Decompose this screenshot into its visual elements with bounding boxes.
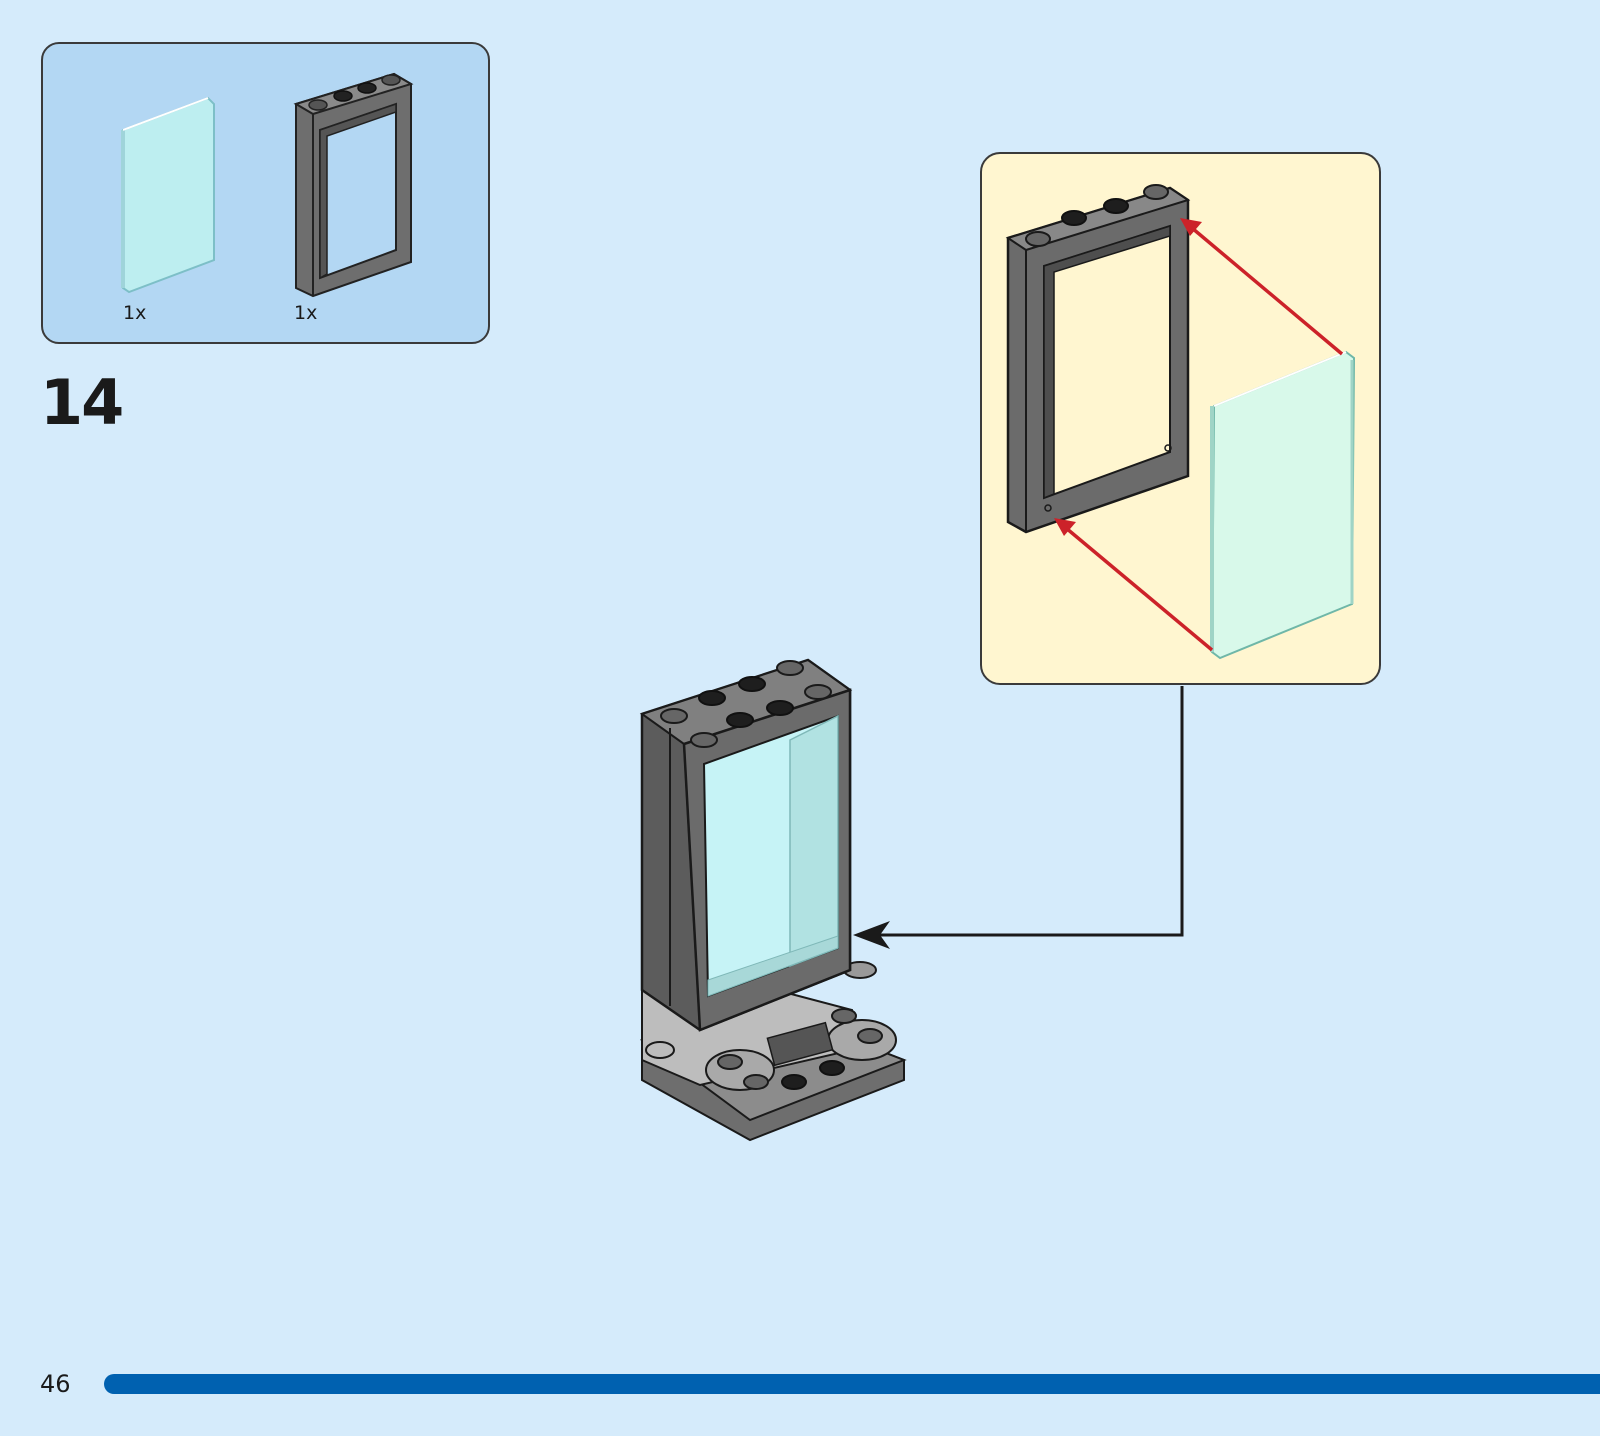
page-progress-bar: [104, 1374, 1600, 1394]
page-number: 46: [40, 1370, 71, 1398]
callout-window-frame-image: [1008, 185, 1188, 532]
callout-connector-arrow: [853, 686, 1182, 949]
main-model-image: [642, 660, 904, 1140]
callout-glass-pane-image: [1212, 352, 1354, 658]
